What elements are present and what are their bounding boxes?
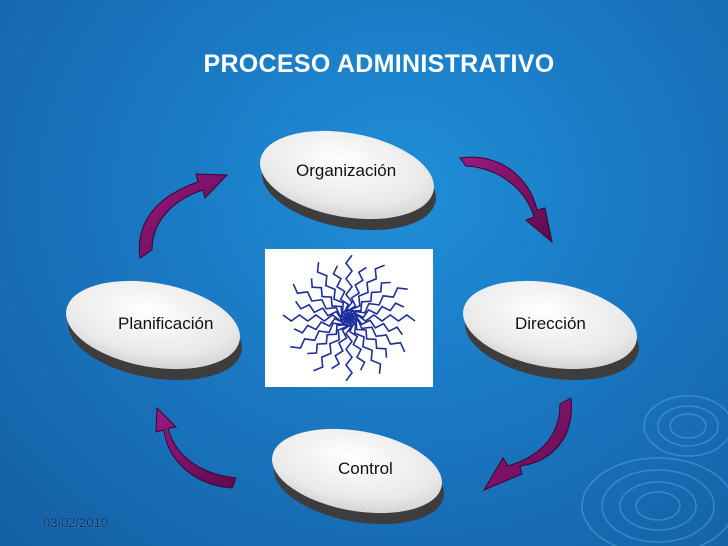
starburst-ray <box>292 283 350 319</box>
starburst-ray <box>348 314 416 322</box>
node-label-direccion: Dirección <box>515 314 586 333</box>
starburst-ray <box>348 264 385 319</box>
starburst-ray <box>348 317 406 353</box>
slide-date: 03/02/2010 <box>43 515 109 530</box>
arrow-organizacion-to-direccion <box>459 156 553 244</box>
node-direccion: Dirección <box>455 268 645 381</box>
starburst-ray <box>348 287 408 319</box>
starburst-ray <box>290 317 350 349</box>
arrow-planificacion-to-organizacion <box>138 173 229 259</box>
starburst-ray <box>344 317 354 382</box>
starburst-ray <box>348 317 382 374</box>
node-label-control: Control <box>338 459 393 478</box>
starburst-ray <box>348 302 405 319</box>
starburst-ray <box>316 262 350 319</box>
node-organizacion: Organización <box>252 118 442 231</box>
arrow-control-to-planificacion <box>155 406 237 489</box>
starburst-ray <box>344 254 354 319</box>
node-planificacion: Planificación <box>58 268 248 381</box>
node-label-planificacion: Planificación <box>118 314 214 333</box>
starburst-ray <box>282 314 350 322</box>
starburst-icon <box>265 249 433 387</box>
water-ripples-decoration <box>581 395 728 546</box>
slide-title: PROCESO ADMINISTRATIVO <box>203 50 555 78</box>
node-control: Control <box>262 414 452 525</box>
arrow-direccion-to-control <box>482 397 572 492</box>
starburst-ray <box>313 317 350 372</box>
node-label-organizacion: Organización <box>296 161 397 180</box>
starburst-center <box>340 309 358 327</box>
